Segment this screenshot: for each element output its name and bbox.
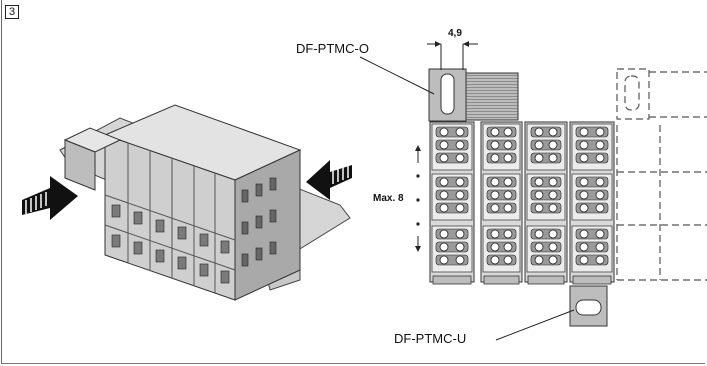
push-arrow-left bbox=[22, 176, 78, 220]
figure-number: 3 bbox=[5, 5, 19, 19]
dimension-label: 4,9 bbox=[448, 28, 462, 39]
callout-bottom-end-plate: DF-PTMC-U bbox=[394, 331, 467, 346]
max-modules-label: Max. 8 bbox=[373, 193, 404, 204]
isometric-assembly bbox=[59, 104, 351, 301]
push-arrow-right bbox=[306, 160, 352, 200]
front-elevation bbox=[359, 41, 707, 341]
callout-top-end-plate: DF-PTMC-O bbox=[296, 41, 369, 56]
